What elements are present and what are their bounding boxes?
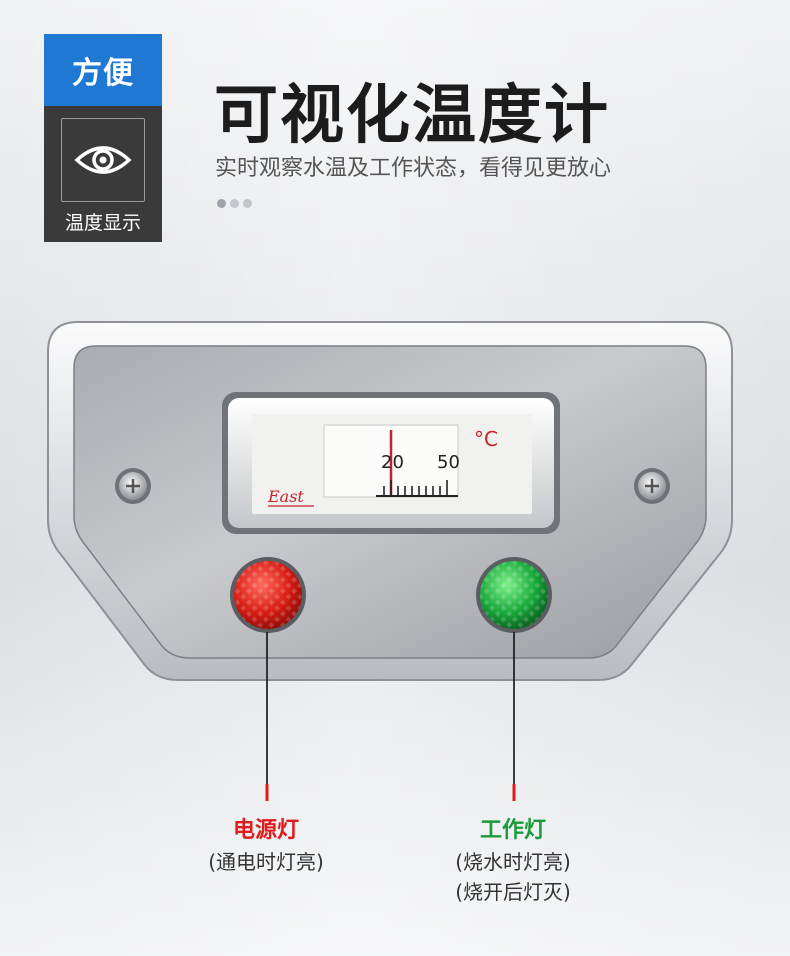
pager-dot[interactable] [217, 199, 226, 208]
feature-card: 温度显示 [44, 106, 162, 242]
page-title: 可视化温度计 [214, 79, 610, 153]
feature-tag: 方便 [44, 34, 162, 106]
pager-dot[interactable] [243, 199, 252, 208]
work-light-desc-off: (烧开后灯灭) [455, 880, 571, 904]
work-light-desc-on: (烧水时灯亮) [455, 850, 571, 874]
pager-dot[interactable] [230, 199, 239, 208]
tick-label-50: 50 [437, 452, 460, 473]
screw-left-icon [115, 468, 151, 504]
screw-right-icon [634, 468, 670, 504]
work-light-label: 工作灯 [479, 818, 546, 843]
brand-logo: East [267, 487, 304, 506]
work-light [476, 557, 552, 633]
power-light-desc: (通电时灯亮) [208, 850, 324, 874]
unit-label: °C [474, 427, 498, 451]
page-subtitle: 实时观察水温及工作状态，看得见更放心 [215, 156, 612, 181]
eye-icon [61, 118, 145, 202]
power-light-label: 电源灯 [232, 818, 299, 843]
pager-dots [217, 199, 252, 208]
thermometer: 20 50 °C East [222, 392, 560, 534]
feature-label: 温度显示 [64, 212, 141, 234]
tick-label-20: 20 [381, 452, 404, 473]
feature-tag-text: 方便 [72, 56, 134, 91]
power-light [230, 557, 306, 633]
